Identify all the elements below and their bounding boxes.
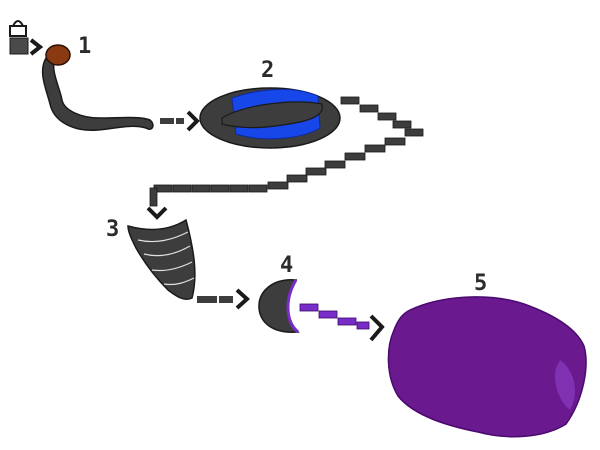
stage-5-egg-mass: 5 <box>387 271 587 438</box>
larva-body <box>41 57 154 131</box>
stage-1-number: 1 <box>78 34 91 59</box>
arrow-2-to-3 <box>146 96 424 220</box>
egg-mass-body <box>387 296 587 438</box>
stage-4-number: 4 <box>280 253 293 278</box>
arrow-1-to-2 <box>160 110 200 132</box>
egg-mass-highlight <box>554 360 575 410</box>
shell-body <box>127 218 196 301</box>
lock-icon <box>9 20 29 55</box>
stage-1-larva: 1 <box>9 20 154 131</box>
stage-3-number: 3 <box>106 217 119 242</box>
stage-2-number: 2 <box>261 58 274 83</box>
stage-5-number: 5 <box>474 271 487 296</box>
stage-3-shell: 3 <box>106 217 196 301</box>
stage-2-cocoon: 2 <box>199 58 341 149</box>
arrow-3-to-4 <box>197 288 250 310</box>
cocoon-inner-core <box>221 101 323 129</box>
larva-head <box>45 44 71 66</box>
arrow-4-to-5 <box>299 303 385 342</box>
arrow-small-chevron <box>29 38 44 56</box>
stage-4-pod: 4 <box>258 253 300 334</box>
pod-purple-rim <box>286 279 300 334</box>
